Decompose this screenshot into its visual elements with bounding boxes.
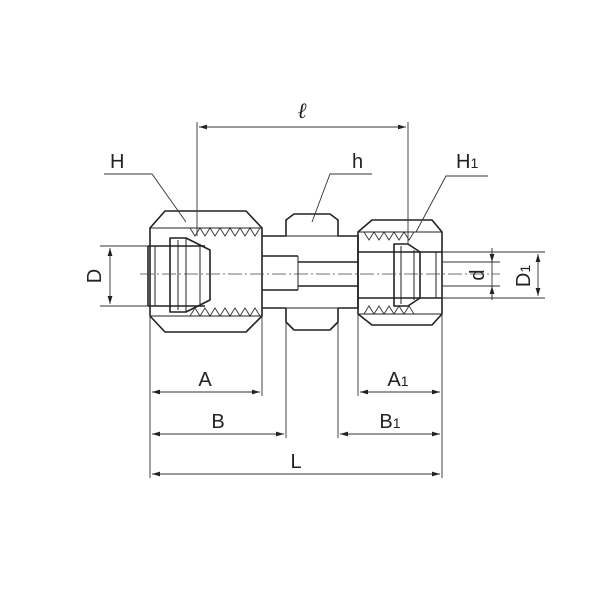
label-H: H	[110, 151, 124, 173]
label-d: d	[467, 269, 489, 280]
label-h: h	[352, 151, 363, 173]
label-A: A	[198, 369, 212, 391]
label-H1: H1	[456, 151, 478, 173]
central-body	[262, 213, 359, 331]
fitting-body	[140, 210, 500, 333]
leaders	[104, 173, 488, 233]
left-tube	[147, 245, 205, 307]
dimensions	[100, 122, 545, 478]
label-B1: B1	[379, 411, 400, 433]
label-D1: D1	[513, 265, 535, 287]
label-L: L	[290, 451, 301, 473]
left-nut	[149, 210, 263, 333]
body-bore	[262, 255, 358, 291]
label-B: B	[211, 411, 224, 433]
label-D: D	[84, 269, 106, 283]
label-ell: ℓ	[297, 98, 307, 123]
label-A1: A1	[387, 369, 408, 391]
labels: ℓ H h H1 D d D1 A A1 B B1 L	[84, 98, 535, 473]
threads	[189, 227, 415, 317]
right-ferrule	[393, 243, 421, 307]
left-ferrule	[169, 237, 211, 313]
right-tube	[358, 251, 442, 299]
